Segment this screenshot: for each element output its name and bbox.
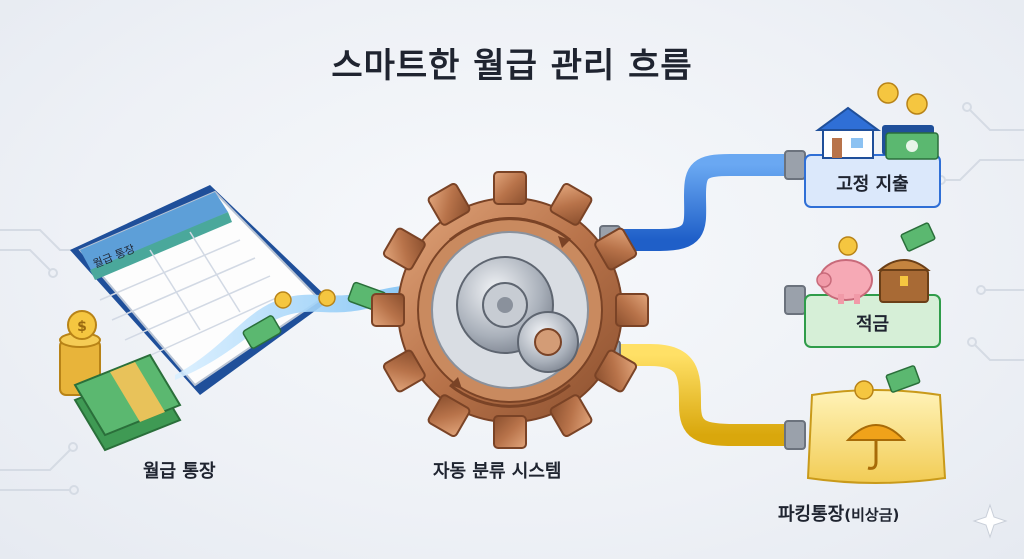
coin-icon [274, 291, 292, 309]
passbook-illustration: $ [59, 185, 330, 452]
sorting-gear [371, 171, 649, 449]
money-stream [175, 285, 420, 380]
label-salary-account: 월급 통장 [143, 461, 216, 482]
coin-icon [318, 289, 336, 307]
coin-icon [854, 380, 874, 400]
label-auto-sort-system: 자동 분류 시스템 [433, 461, 562, 482]
label-parking-sub: (비상금) [844, 506, 900, 524]
coin-icon [906, 93, 928, 115]
bill-icon [885, 365, 921, 393]
coin-stack: $ [59, 310, 101, 396]
label-savings: 적금 [855, 314, 890, 335]
cash-icon [882, 125, 939, 160]
flying-bill-1 [242, 315, 282, 349]
label-parking-account: 파킹통장(비상금) [778, 500, 899, 526]
label-fixed-expense: 고정 지출 [836, 174, 909, 195]
output-box-fixed-expense [804, 82, 941, 208]
cash-bundle [73, 353, 182, 452]
output-box-parking [806, 365, 947, 484]
house-icon [814, 106, 882, 159]
coin-icon [838, 236, 858, 256]
page-title: 스마트한 월급 관리 흐름 [331, 46, 693, 86]
pipe-parking [610, 344, 800, 446]
umbrella-icon [845, 424, 907, 470]
coin-icon [877, 82, 899, 104]
output-box-savings [804, 222, 941, 348]
bill-icon [900, 222, 936, 252]
svg-text:$: $ [77, 319, 87, 335]
treasure-chest-icon [877, 259, 931, 303]
piggy-bank-icon [816, 259, 873, 304]
label-parking-main: 파킹통장 [778, 504, 845, 525]
sparkle-icon [972, 503, 1008, 539]
pipe-fixed-expense [610, 154, 800, 251]
circuit-decoration-right [936, 102, 1024, 361]
